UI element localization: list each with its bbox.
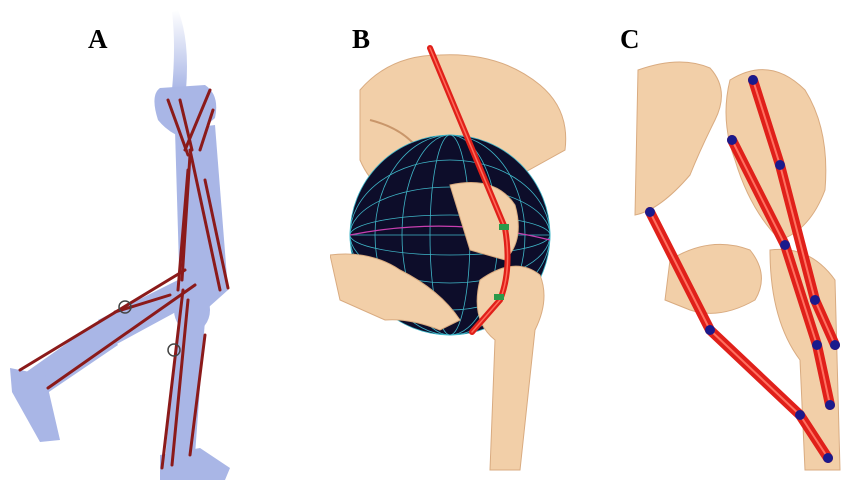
via-point <box>499 224 509 230</box>
muscle-node <box>795 410 805 420</box>
muscle-node <box>823 453 833 463</box>
muscle-node <box>825 400 835 410</box>
femur <box>770 249 840 470</box>
spine <box>172 10 187 90</box>
panel-b-figure <box>330 0 590 486</box>
panel-a-figure <box>0 0 270 486</box>
femur <box>477 266 544 470</box>
muscle-node <box>727 135 737 145</box>
muscle-node <box>812 340 822 350</box>
muscle-node <box>775 160 785 170</box>
muscle-node <box>705 325 715 335</box>
muscle-node <box>780 240 790 250</box>
panel-c-figure <box>620 0 849 486</box>
muscle-node <box>830 340 840 350</box>
muscle-node <box>810 295 820 305</box>
panel-c: C <box>620 0 849 486</box>
muscle-node <box>645 207 655 217</box>
via-point <box>494 294 504 300</box>
sacrum <box>635 62 721 215</box>
panel-b: B <box>330 0 590 486</box>
muscle-node <box>748 75 758 85</box>
panel-a: A <box>0 0 270 486</box>
